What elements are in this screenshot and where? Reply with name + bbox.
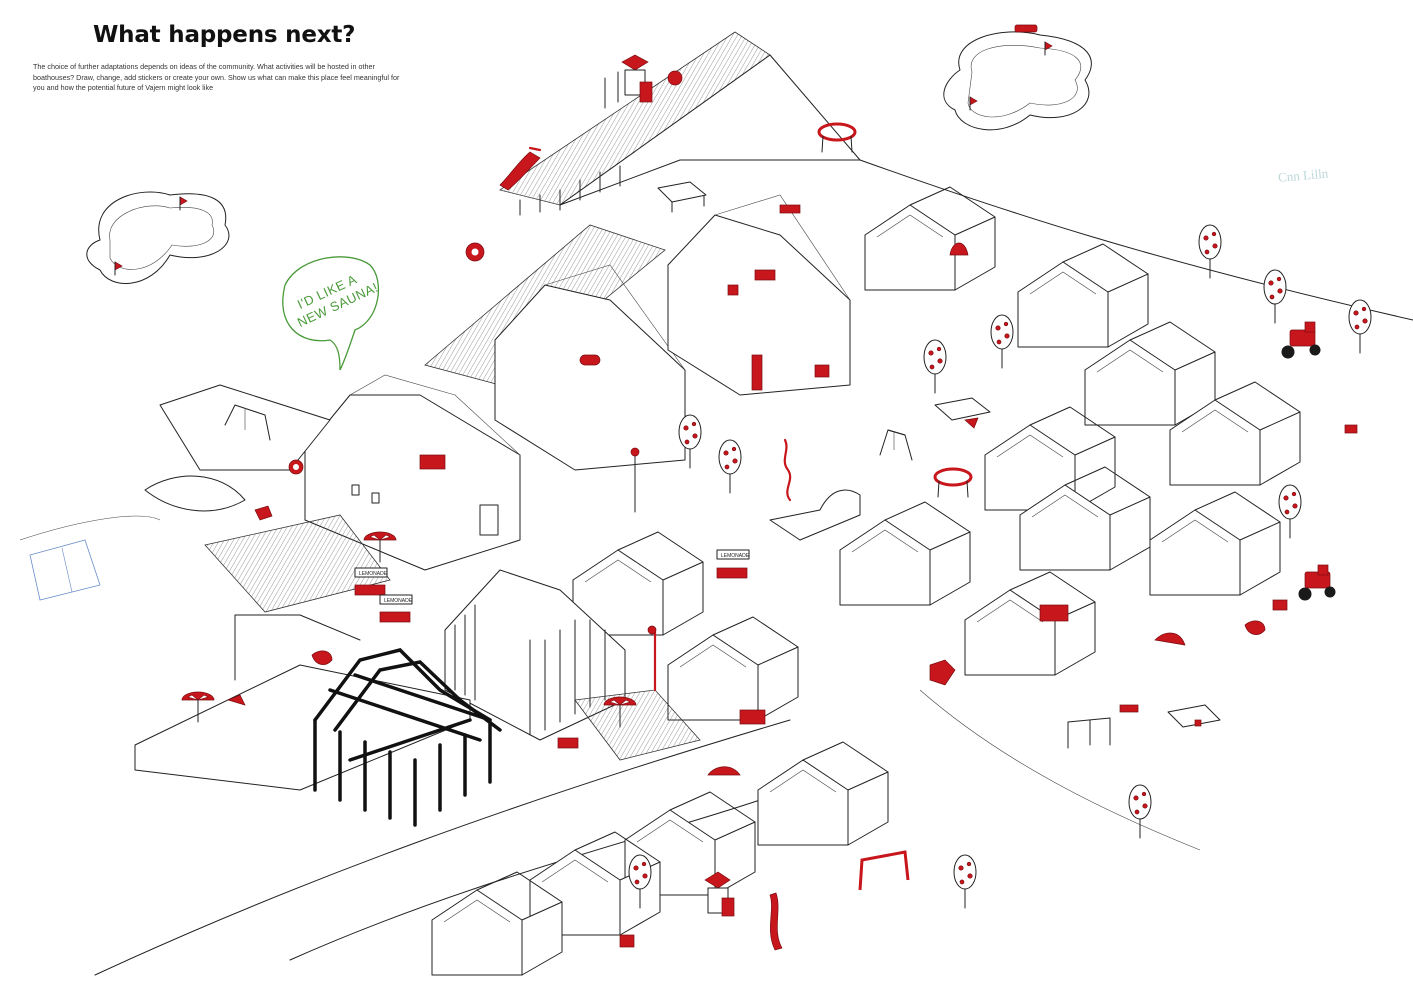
tree-icon-9	[1128, 784, 1152, 839]
house-c2	[667, 616, 799, 721]
intro-paragraph: The choice of further adaptations depend…	[33, 62, 400, 93]
house-r7	[1149, 491, 1281, 596]
red-figure	[254, 505, 273, 521]
house-r8	[839, 501, 971, 606]
slide-icon	[499, 146, 542, 191]
lemonade-stand-3: LEMONADE	[379, 594, 413, 623]
red-seesaw	[1119, 704, 1139, 713]
faint-handwritten-note: Cnn Lilln	[1277, 166, 1329, 185]
red-easel	[727, 284, 739, 296]
red-bench	[419, 454, 446, 470]
tractor-icon-2	[1298, 564, 1336, 601]
red-table	[579, 354, 601, 366]
speech-bubble-sauna: I'D LIKE A NEW SAUNA!	[282, 256, 380, 371]
play-tower-bottom	[704, 871, 735, 917]
lemonade-stand-2: LEMONADE	[354, 567, 388, 596]
left-hatched-deck	[204, 514, 391, 613]
red-figure-top	[667, 70, 683, 86]
boathouse-c	[667, 194, 851, 396]
top-pier-deck	[499, 31, 861, 216]
lamppost-icon	[630, 447, 640, 513]
svg-text:LEMONADE: LEMONADE	[359, 571, 388, 577]
page-title: What happens next?	[93, 22, 356, 48]
road-edge-lower	[94, 719, 791, 976]
red-table-2	[754, 269, 776, 281]
book-sketch	[29, 539, 101, 601]
tree-icon-2	[1263, 269, 1287, 324]
ping-pong-table-icon-3	[1167, 704, 1221, 728]
red-planter-2	[1344, 424, 1358, 434]
red-sculpture	[783, 438, 792, 502]
red-arch	[949, 242, 969, 256]
road-edge-inner	[289, 799, 761, 961]
boathouse-b	[494, 264, 686, 471]
trampoline-icon	[817, 122, 857, 153]
boathouse-a	[304, 374, 521, 571]
red-swing-bench	[779, 204, 801, 214]
tree-icon-8	[1278, 484, 1302, 539]
tree-icon-5	[923, 339, 947, 394]
red-game-board	[619, 934, 635, 948]
cow-icon-2	[1244, 620, 1266, 635]
minigolf-course-right	[943, 24, 1092, 131]
ping-pong-table-icon	[657, 181, 707, 213]
red-cabinet	[751, 354, 763, 391]
left-swing-deck	[144, 384, 331, 512]
play-tower-top	[604, 54, 653, 109]
ping-pong-table-icon-2	[934, 397, 991, 429]
tree-icon	[1198, 224, 1222, 279]
slide-icon-2	[769, 892, 783, 951]
cow-icon	[311, 650, 333, 665]
lemonade-stand: LEMONADE	[716, 549, 750, 579]
house-c3	[757, 741, 889, 846]
red-sofa	[1039, 604, 1069, 622]
house-r1	[864, 186, 996, 291]
tree-icon-11	[953, 854, 977, 909]
red-bench-3	[557, 737, 579, 749]
lamppost-icon-2	[647, 625, 657, 692]
swing-set-icon-2	[224, 404, 271, 441]
minigolf-course-left	[86, 191, 230, 284]
skate-ramp-icon	[769, 489, 861, 541]
red-planter	[1272, 599, 1288, 611]
house-r2	[1017, 243, 1149, 348]
tree-icon-3	[1348, 299, 1372, 354]
path-right	[919, 689, 1201, 851]
tree-icon-7	[718, 439, 742, 494]
svg-text:LEMONADE: LEMONADE	[721, 553, 750, 559]
house-r9	[964, 571, 1096, 676]
tractor-icon	[1281, 321, 1321, 359]
timber-frame-shed	[134, 614, 502, 827]
red-bench-2	[739, 709, 766, 725]
swing-set-icon	[879, 429, 913, 461]
red-planter-3	[814, 364, 830, 378]
tree-icon-4	[990, 314, 1014, 369]
path-left	[19, 515, 161, 541]
red-chair	[226, 694, 246, 706]
path-top-right	[859, 159, 1413, 321]
red-pedestal	[929, 659, 956, 686]
football-goal-icon	[858, 850, 910, 891]
svg-text:LEMONADE: LEMONADE	[384, 598, 413, 604]
lower-pier-deck	[574, 689, 701, 761]
market-awning	[1154, 632, 1186, 646]
monkey-bars-icon	[1067, 717, 1111, 749]
trampoline-icon-2	[933, 467, 973, 498]
market-awning-2	[707, 766, 741, 776]
